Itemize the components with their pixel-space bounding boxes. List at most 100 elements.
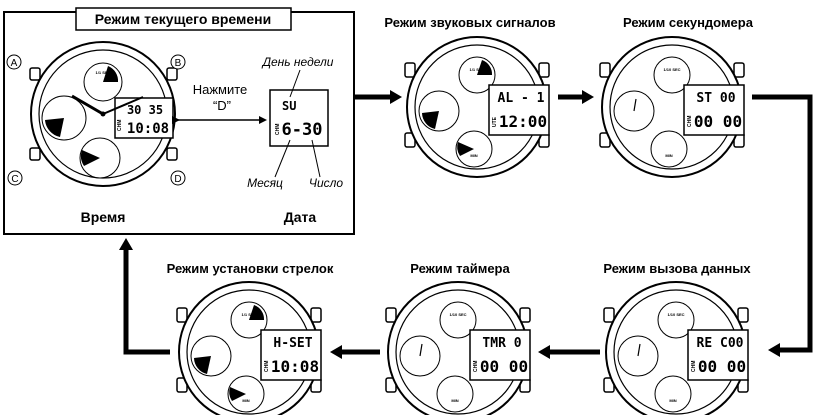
date-number-label: Число (309, 176, 344, 190)
watch-button-housing (519, 307, 531, 323)
button-b-letter: B (175, 58, 182, 69)
button-c-letter: C (11, 174, 18, 185)
lcd-side-label: UTE (492, 116, 498, 127)
date-main-text: 6-30 (282, 120, 323, 140)
month-leader (274, 139, 291, 178)
date-lcd-side-label: CHM (275, 124, 281, 135)
timekeeping-mode-box: Режим текущего времени 1/1 SEC 30 35 10:… (3, 7, 355, 235)
timekeeping-mode-title: Режим текущего времени (95, 11, 271, 27)
top-subdial (653, 56, 691, 94)
watch-lcd-side-label: CHM (117, 120, 123, 131)
day-of-week-label: День недели (261, 55, 334, 69)
left-subdial-hand (419, 343, 423, 357)
lcd-top-row: AL - 1 (498, 91, 545, 106)
lcd-window (683, 84, 745, 136)
button-c-label: C (7, 170, 23, 186)
lcd-side-label: CHM (264, 361, 270, 372)
minute-subdial-hand (457, 142, 474, 156)
lcd-top-row: TMR 0 (482, 336, 521, 351)
watch-lcd-bottom-row: 10:08 (127, 121, 169, 137)
lcd-top-row: H-SET (273, 336, 312, 351)
top-subdial (439, 301, 477, 339)
left-subdial-hand (194, 356, 211, 374)
arrow-recall-to-timer-head (538, 345, 550, 359)
arrow-handset-to-time-head (119, 238, 133, 250)
time-caption: Время (81, 209, 126, 225)
minute-subdial (436, 375, 474, 413)
left-subdial-hand (45, 118, 64, 137)
arrow-stopwatch-to-recall (752, 94, 813, 353)
date-display: SU 6-30 CHM (269, 89, 329, 147)
lcd-side-label: CHM (691, 361, 697, 372)
button-d-label: D (170, 170, 186, 186)
watch-button-housing (310, 307, 322, 323)
left-subdial-hand (637, 343, 641, 357)
top-subdial-label: 1/1 SEC (470, 67, 485, 72)
watch-button-housing (733, 62, 745, 78)
lcd-side-label: CHM (687, 116, 693, 127)
watch-button-housing (737, 307, 749, 323)
minute-subdial-hand (229, 387, 246, 401)
button-b-label: B (170, 54, 186, 70)
arrow-time-to-alarm-head (390, 90, 402, 104)
watch-button-housing (603, 307, 615, 323)
mode-title-recall: Режим вызова данных (603, 261, 751, 276)
minute-subdial (650, 130, 688, 168)
watch-button-housing (176, 307, 188, 323)
top-subdial-hand (477, 60, 493, 75)
minute-subdial-label: MIN (665, 153, 672, 158)
left-subdial-hand (633, 98, 637, 112)
hand-pivot (100, 111, 106, 117)
arrow-timer-to-handset-head (330, 345, 342, 359)
top-subdial-label: 1/1 SEC (242, 312, 257, 317)
flow-arrows (119, 90, 813, 359)
minute-subdial-label: MIN (242, 398, 249, 403)
lcd-window (260, 329, 322, 381)
watch-button-housing (404, 62, 416, 78)
lcd-window (687, 329, 749, 381)
mode-title-hand_set: Режим установки стрелок (167, 261, 334, 276)
month-label: Месяц (247, 176, 283, 190)
mode-title-stopwatch: Режим секундомера (623, 15, 754, 30)
watch-button-housing (385, 307, 397, 323)
top-subdial-label: 1/10 SEC (667, 312, 684, 317)
arrow-alarm-to-stopwatch-head (582, 90, 594, 104)
mode-box-title-frame (75, 7, 292, 31)
minute-subdial-label: MIN (470, 153, 477, 158)
watch-button-c-housing (29, 147, 41, 161)
mode-title-alarm: Режим звуковых сигналов (384, 15, 555, 30)
lcd-top-row: ST 00 (696, 91, 735, 106)
top-subdial (657, 301, 695, 339)
top-subdial-hand (249, 305, 265, 320)
button-a-label: A (6, 54, 22, 70)
date-caption: Дата (284, 209, 317, 225)
time-watch: 1/1 SEC 30 35 10:08 CHM (29, 41, 178, 187)
mode-watches: Режим звуковых сигналов 1/1 SEC MIN AL - 1 1… (167, 15, 754, 415)
day-of-week-leader (289, 69, 301, 98)
lcd-bottom-row: 10:08 (271, 357, 319, 376)
date-lcd-frame (269, 89, 329, 147)
seconds-subdial-label: 1/1 SEC (96, 70, 111, 75)
watch-button-a-housing (29, 67, 41, 81)
watch-hand_set: Режим установки стрелок 1/1 SEC MIN H-SET 10… (167, 261, 334, 415)
lcd-bottom-row: 00 00 (480, 357, 528, 376)
watch-lcd-top-row: 30 35 (127, 103, 163, 117)
minute-subdial-label: MIN (669, 398, 676, 403)
seconds-subdial-hand (103, 66, 119, 82)
press-d-line2: “D” (213, 98, 231, 113)
arrow-stopwatch-to-recall-head (768, 343, 780, 357)
watch-button-housing (538, 62, 550, 78)
watch-button-d-housing (166, 147, 178, 161)
date-number-leader (311, 139, 321, 178)
button-d-letter: D (174, 174, 181, 185)
day-of-week-text: SU (282, 99, 296, 113)
press-d-line1: Нажмите (193, 82, 248, 97)
lcd-top-row: RE C00 (697, 336, 744, 351)
top-subdial-label: 1/10 SEC (663, 67, 680, 72)
watch-button-housing (599, 62, 611, 78)
